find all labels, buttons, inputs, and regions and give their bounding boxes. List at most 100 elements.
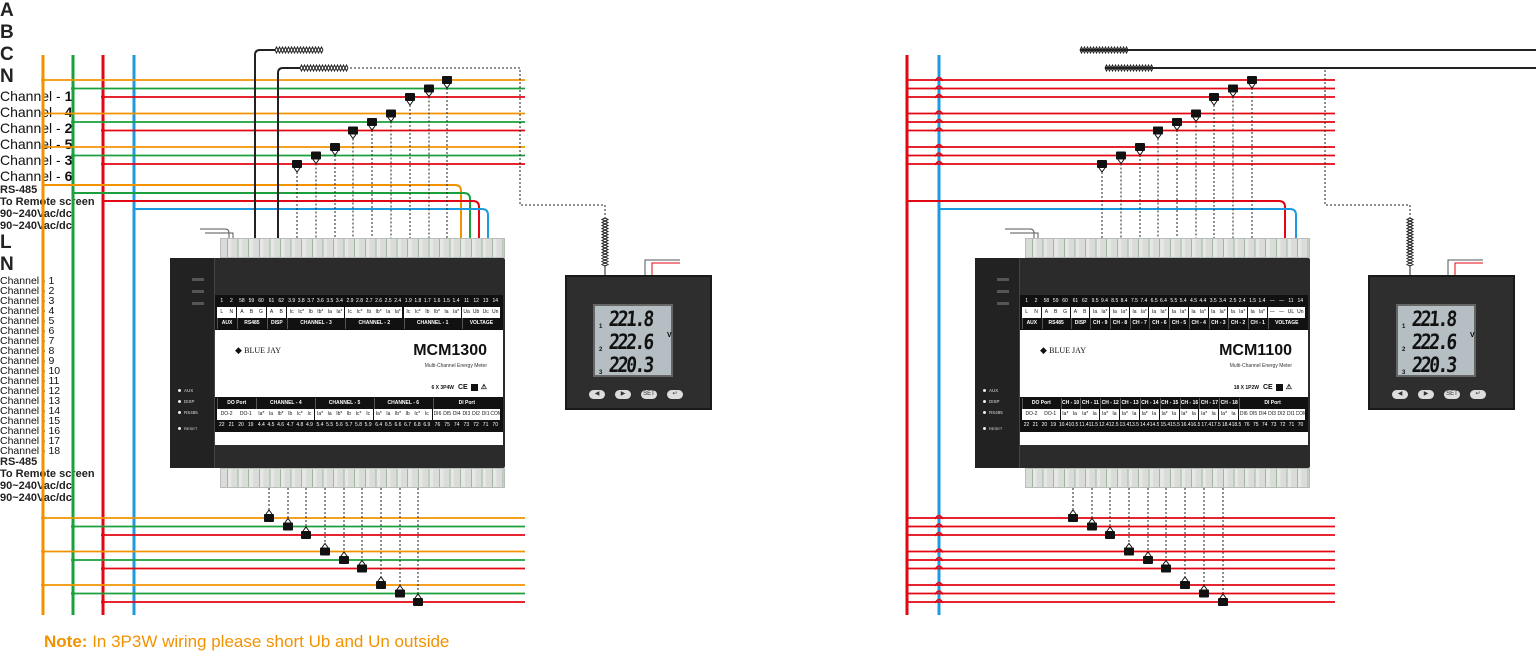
ct-lead [1098, 167, 1106, 173]
set-button[interactable]: SET [1444, 390, 1460, 399]
terminal-number: 76 [434, 422, 441, 428]
terminal-label: Ia* [1178, 307, 1188, 318]
reset-button[interactable]: RESET [178, 426, 197, 431]
current-transformer-icon [292, 160, 302, 168]
reading-index: 1 [1402, 324, 1406, 330]
terminal-section-label: CH - 16 [1179, 398, 1199, 409]
terminal-label: Ic* [413, 307, 423, 318]
current-transformer-icon [348, 126, 358, 135]
terminal-label: A [237, 307, 247, 318]
channel-label: Channel - 13 [0, 395, 61, 407]
terminal-label: DI6 [432, 409, 443, 420]
terminal-label: Ia [1089, 409, 1100, 420]
left-button[interactable]: ◀ [1392, 390, 1408, 399]
terminal-number: 7.4 [1140, 298, 1148, 304]
crossover-hop [934, 118, 944, 124]
terminal-section-label: AUX [217, 318, 236, 329]
enter-button[interactable]: ↵ [1470, 390, 1486, 399]
terminal-number: 2.4 [1238, 298, 1246, 304]
terminal-label: B [1051, 307, 1061, 318]
junction-dot [71, 86, 75, 91]
terminal-number: 11 [1288, 298, 1294, 304]
crossover-hop [934, 556, 944, 562]
terminal-group: DISP [266, 318, 287, 329]
terminal-label: Ia [1208, 307, 1218, 318]
right-button[interactable]: ▶ [1418, 390, 1434, 399]
top-terminal-block [1025, 238, 1310, 258]
twisted-pair-icon [299, 63, 349, 73]
terminal-label: Ic* [296, 307, 306, 318]
terminal-label: Ib* [334, 409, 345, 420]
set-button[interactable]: SET [641, 390, 657, 399]
terminal-label: Ia [1228, 307, 1238, 318]
terminal-label: Ia* [1159, 409, 1170, 420]
terminal-section-label: DISP [266, 318, 286, 329]
terminal-number: 1.4 [1258, 298, 1266, 304]
screen-supply-wire [1447, 259, 1483, 275]
current-transformer-icon [1087, 522, 1097, 531]
terminal-section-label: CH - 5 [1169, 318, 1188, 329]
terminal-label: DI3 [1267, 409, 1277, 420]
terminal-group: DO Port [1022, 398, 1061, 409]
channel-label: Channel - 10 [0, 365, 61, 377]
terminal-section-label: CHANNEL - 6 [373, 398, 432, 409]
ct-lead [1162, 559, 1170, 565]
voltage-feed-wire [939, 208, 1297, 240]
terminal-group: CH - 5 [1169, 318, 1189, 329]
terminal-number: 19 [247, 422, 254, 428]
terminal-label: A [266, 307, 277, 318]
meter-supply-wire [205, 232, 234, 240]
terminal-number: 14 [1297, 298, 1304, 304]
junction-dot [71, 120, 75, 124]
led-disp: DISP [983, 399, 1000, 404]
terminal-number: 73 [1270, 422, 1277, 428]
terminal-label: — [1267, 307, 1277, 318]
terminal-section-label: AUX [1022, 318, 1041, 329]
terminal-label: Ib* [393, 409, 403, 420]
terminal-label: Ic [286, 307, 297, 318]
junction-dot [41, 549, 45, 554]
terminal-number: 16.4 [1180, 422, 1191, 428]
current-transformer-icon [1124, 547, 1134, 556]
led-rs485: RS485 [983, 410, 1003, 415]
terminal-label: DI6 [1239, 409, 1249, 420]
terminal-label: Ia* [1060, 409, 1071, 420]
terminal-label: L [217, 307, 227, 318]
terminal-number: 6.4 [1160, 298, 1167, 304]
current-transformer-icon [1199, 589, 1209, 598]
channel-label: Channel - 6 [0, 325, 55, 337]
left-button[interactable]: ◀ [589, 390, 605, 399]
terminal-number: 71 [482, 422, 489, 428]
ce-mark: CE [457, 384, 468, 391]
terminal-number: 3.4 [335, 298, 343, 304]
terminal-label: Ic [422, 409, 432, 420]
terminal-label: Ub [471, 307, 481, 318]
terminal-number: 1.6 [433, 298, 441, 304]
right-button[interactable]: ▶ [615, 390, 631, 399]
bus-label-l: L [0, 232, 12, 253]
terminal-section-label: CHANNEL - 5 [315, 398, 373, 409]
junction-dot [41, 78, 45, 82]
reset-button[interactable]: RESET [983, 426, 1002, 431]
channel-label: Channel - 12 [0, 385, 61, 397]
remote-screen-label: To Remote screen [0, 196, 95, 208]
terminal-number: 3.5 [1209, 298, 1217, 304]
enter-button[interactable]: ↵ [667, 390, 683, 399]
channel-number: 2 [64, 120, 73, 136]
terminal-label: Ia [1070, 409, 1080, 420]
terminal-label: DI3 [461, 409, 472, 420]
junction-dot [41, 583, 45, 587]
terminal-number: 2.5 [384, 298, 392, 304]
